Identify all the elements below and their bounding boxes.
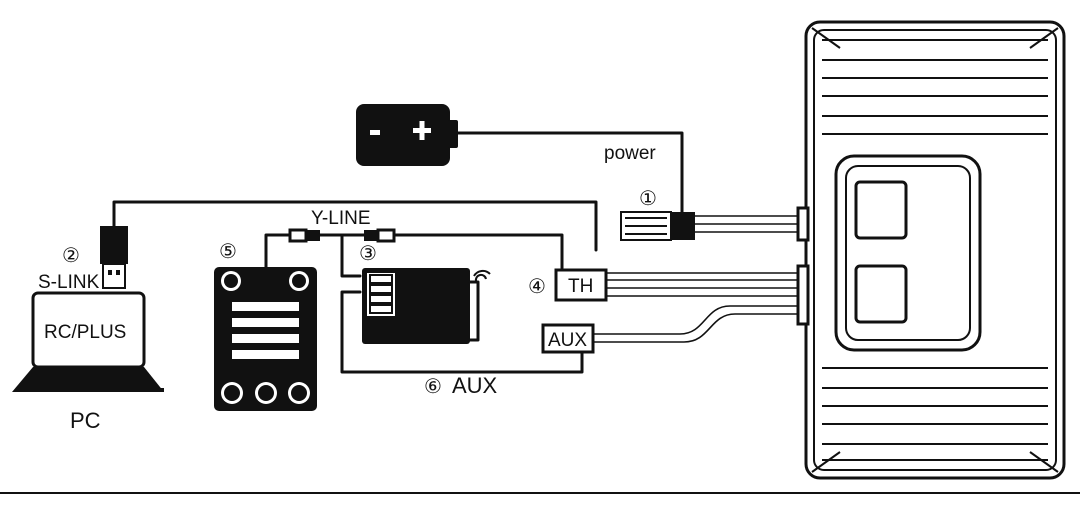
y-line-connector-left <box>288 228 308 243</box>
marker-2: ② <box>62 245 80 267</box>
marker-1: ① <box>639 188 657 210</box>
s-link-label: S-LINK <box>38 272 100 293</box>
marker-4: ④ <box>528 276 546 298</box>
y-line-wire-right <box>392 233 564 270</box>
esc-signal-socket <box>796 264 810 326</box>
marker-6: ⑥ <box>424 376 442 398</box>
y-line-label: Y-LINE <box>311 208 371 229</box>
battery-icon <box>356 104 458 166</box>
y-line-connector-right <box>364 230 378 241</box>
marker-5: ⑤ <box>219 241 237 263</box>
y-line-cable <box>264 233 292 270</box>
y-line-connector-left-tip <box>306 230 320 241</box>
program-card <box>214 267 317 411</box>
th-label: TH <box>568 276 593 297</box>
aux-port <box>541 323 595 354</box>
pc-label: PC <box>70 408 101 433</box>
power-connector <box>620 211 798 241</box>
usb-plug-icon <box>100 226 128 289</box>
esc-power-socket <box>796 206 810 242</box>
aux-wire-bundle <box>593 305 798 343</box>
wifi-signal-icon <box>473 269 491 282</box>
bottom-divider <box>0 492 1080 494</box>
marker-3: ③ <box>359 243 377 265</box>
aux-cable <box>340 290 584 374</box>
aux-cable-label: AUX <box>452 373 498 398</box>
rc-plus-label: RC/PLUS <box>44 322 126 343</box>
power-label: power <box>604 143 656 164</box>
receiver <box>362 268 480 344</box>
th-wire-bundle <box>606 272 798 297</box>
s-link-cable <box>112 200 598 252</box>
aux-port-label: AUX <box>548 330 587 351</box>
power-cable <box>456 131 684 214</box>
th-port <box>554 268 608 302</box>
y-line-branch <box>340 233 362 278</box>
esc-unit <box>804 20 1066 480</box>
pc-laptop <box>12 291 164 392</box>
y-line-connector-right-tip <box>376 228 396 243</box>
